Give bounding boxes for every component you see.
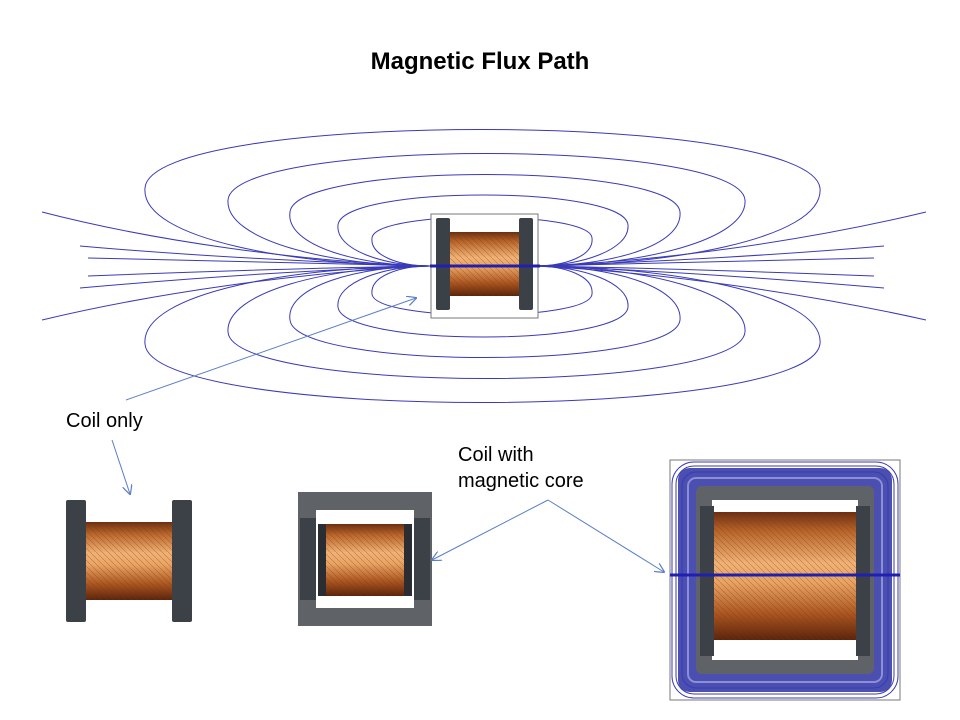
flux-loop-upper-1 xyxy=(144,129,821,267)
top-coil xyxy=(430,213,540,319)
flux-open-left-6 xyxy=(41,265,431,321)
flux-open-right-1 xyxy=(534,211,927,267)
arrow-icon xyxy=(547,499,664,572)
coil-with-core-label: Coil with magnetic core xyxy=(458,442,584,494)
arrow-icon xyxy=(111,439,130,494)
flux-open-left-2 xyxy=(79,245,431,267)
flux-open-left-4 xyxy=(87,265,431,277)
coil-only-label: Coil only xyxy=(66,408,143,434)
coil-only-image xyxy=(66,500,192,622)
arrow-icon xyxy=(432,499,549,560)
flux-loop-lower-3 xyxy=(289,265,681,358)
coil-with-core-line2: magnetic core xyxy=(458,470,584,492)
flux-open-left-3 xyxy=(87,257,431,267)
flux-open-left-5 xyxy=(79,265,431,289)
flux-loop-lower-4 xyxy=(337,265,629,338)
flux-open-left-1 xyxy=(41,211,431,267)
flux-open-right-6 xyxy=(534,265,927,321)
coil-with-core-line1: Coil with xyxy=(458,444,534,466)
coil-with-core-image xyxy=(298,492,432,626)
page-title: Magnetic Flux Path xyxy=(370,48,590,75)
flux-loop-upper-2 xyxy=(227,153,746,267)
flux-open-right-3 xyxy=(534,257,875,267)
arrow-icon xyxy=(125,298,416,401)
coil-with-core-flux-image xyxy=(669,459,901,701)
flux-open-right-2 xyxy=(534,245,885,267)
flux-open-right-5 xyxy=(534,265,885,289)
coil-only-text: Coil only xyxy=(66,410,143,432)
arrows xyxy=(111,298,664,572)
flux-loop-upper-4 xyxy=(337,194,629,267)
flux-open-right-4 xyxy=(534,265,875,277)
flux-loop-lower-2 xyxy=(227,265,746,379)
flux-loop-upper-3 xyxy=(289,174,681,267)
flux-loop-lower-1 xyxy=(144,265,821,403)
